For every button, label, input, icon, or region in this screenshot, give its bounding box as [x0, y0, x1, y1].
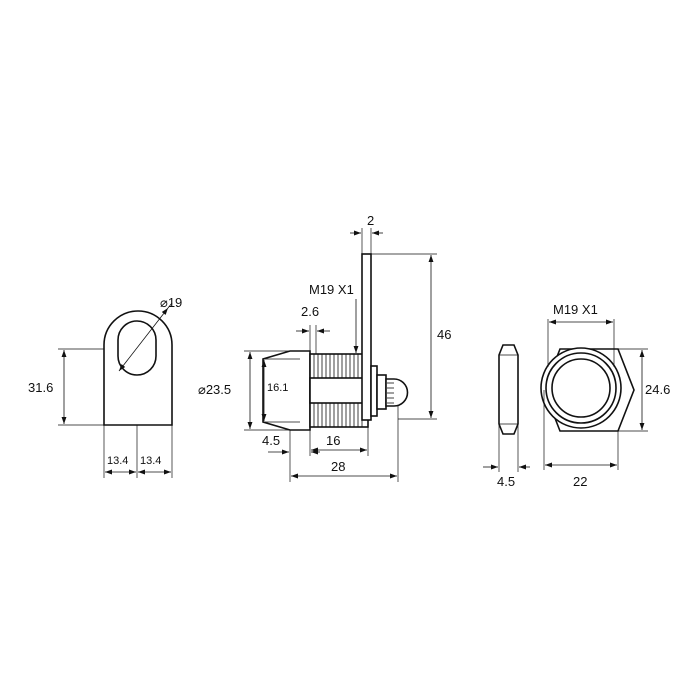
cam-plate [361, 253, 372, 421]
front-view: ⌀23.5 16.1 2.6 M19 X1 2 46 4.5 [198, 213, 451, 482]
dim-nut-thread-label: M19 X1 [553, 302, 598, 317]
dim-cam-length-label: 46 [437, 327, 451, 342]
dim-height-label: 31.6 [28, 380, 53, 395]
dim-nut-thickness-label: 4.5 [497, 474, 515, 489]
rear-nut [370, 365, 378, 417]
dim-across-corners-label: 24.6 [645, 382, 670, 397]
dim-flange-diameter-label: ⌀23.5 [198, 382, 231, 397]
side-body-outline [103, 310, 173, 426]
rear-screw [385, 378, 409, 407]
dim-flange-thickness-label: 2.6 [301, 304, 319, 319]
dim-body-diameter-label: 16.1 [267, 382, 288, 394]
rear-washer [376, 374, 387, 410]
side-view: 31.6 ⌀19 13.4 13.4 [28, 295, 182, 478]
dim-slot-diameter-label: ⌀19 [160, 295, 182, 310]
nut-side-outline [498, 344, 519, 435]
body-flat [309, 377, 369, 404]
nut-front-view: M19 X1 24.6 22 [540, 302, 670, 489]
dim-thread-length-label: 16 [326, 433, 340, 448]
dim-overall-length-label: 28 [331, 459, 345, 474]
dim-width-left-label: 13.4 [107, 455, 128, 467]
dim-flange-depth-label: 4.5 [262, 433, 280, 448]
dim-width-right-label: 13.4 [140, 455, 161, 467]
dim-thread-label: M19 X1 [309, 282, 354, 297]
nut-side-view: 4.5 [483, 344, 530, 489]
nut-bore [551, 358, 611, 418]
dim-across-flats-label: 22 [573, 474, 587, 489]
dim-line-slot-diameter [118, 307, 169, 372]
dim-cam-thickness-label: 2 [367, 213, 374, 228]
